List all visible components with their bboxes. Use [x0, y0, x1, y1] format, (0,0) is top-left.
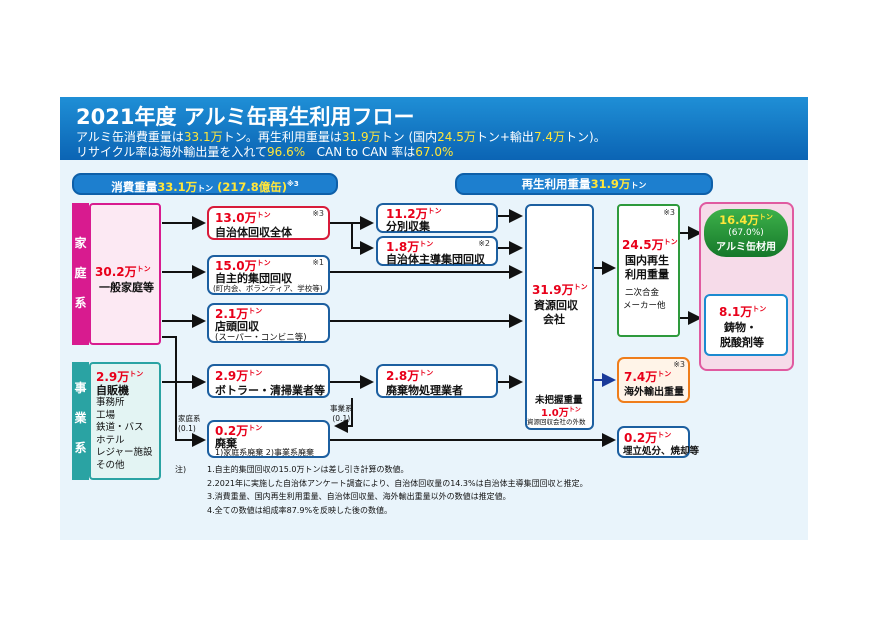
can-material-pill: 16.4万トン (67.0%) アルミ缶材用: [704, 209, 788, 257]
export-box: ※3 7.4万トン 海外輸出重量: [617, 357, 690, 403]
arrow-household-disposal: [175, 382, 206, 447]
recycle-pill: 再生利用重量31.9万トン: [455, 173, 713, 195]
household-disposal-label: 家庭系 (0.1): [178, 414, 201, 433]
bottler-box: 2.9万トン ボトラー・清掃業者等: [207, 364, 330, 398]
business-disposal-label: 事業系 (0.1): [330, 404, 353, 423]
header-banner: 2021年度 アルミ缶再生利用フロー アルミ缶消費重量は33.1万トン。再生利用…: [60, 97, 808, 160]
voluntary-collection-box: 15.0万トン ※1 自主的集団回収 (町内会、ボランティア、学校等): [207, 255, 330, 295]
business-sector-label-bar: [72, 362, 89, 480]
casting-box: 8.1万トン 鋳物・ 脱酸剤等: [704, 294, 788, 356]
household-sector-label: 家庭系: [74, 236, 87, 310]
household-name: 一般家庭等: [99, 281, 154, 294]
household-box: 30.2万トン 一般家庭等: [89, 203, 161, 345]
note-item: 3.消費重量、国内再生利用重量、自治体回収量、海外輸出重量以外の数値は推定値。: [207, 492, 511, 501]
business-item: 事務所: [96, 397, 125, 408]
household-value: 30.2万トン: [95, 265, 151, 279]
business-value: 2.9万トン: [96, 370, 144, 384]
sorting-box: 11.2万トン 分別収集: [376, 203, 498, 233]
consumption-pill: 消費重量33.1万トン (217.8億缶)※3: [72, 173, 338, 195]
business-items: 事務所 工場 鉄道・バス ホテル レジャー施設 その他: [96, 397, 153, 472]
municipal-collection-box: 13.0万トン ※3 自治体回収全体: [207, 206, 330, 240]
disposal-box: 0.2万トン 廃棄 1)家庭系廃棄 2)事業系廃棄: [207, 420, 330, 458]
notes-list: 1.自主的集団回収の15.0万トンは差し引き計算の数値。 2.2021年に実施し…: [207, 463, 588, 517]
household-sector-label-bar: [72, 203, 89, 345]
note-item: 4.全ての数値は組成率87.9%を反映した後の数値。: [207, 505, 393, 515]
note-item: 2.2021年に実施した自治体アンケート調査により、自治体回収量の14.3%は自…: [207, 478, 588, 488]
business-item: レジャー施設: [96, 447, 153, 458]
notes-label: 注): [175, 465, 187, 474]
note-item: 1.自主的集団回収の15.0万トンは差し引き計算の数値。: [207, 465, 409, 474]
arrow-municipal-group: [351, 223, 374, 255]
municipal-group-box: 1.8万トン ※2 自治体主導集団回収: [376, 236, 498, 266]
domestic-recycle-box: ※3 24.5万トン 国内再生 利用重量 二次合金 メーカー他: [617, 204, 680, 337]
waste-processor-box: 2.8万トン 廃棄物処理業者: [376, 364, 498, 398]
diagram-title: 2021年度 アルミ缶再生利用フロー: [76, 105, 415, 129]
business-sector-label: 事業系: [74, 381, 87, 455]
business-item: その他: [96, 459, 125, 471]
arrow-bottler-disposal: [334, 398, 353, 433]
store-collection-box: 2.1万トン 店頭回収 (スーパー・コンビニ等): [207, 303, 330, 343]
business-box: 2.9万トン 自販機 事務所 工場 鉄道・バス ホテル レジャー施設 その他: [89, 362, 161, 480]
business-item: 工場: [96, 409, 116, 421]
summary-line-2: リサイクル率は海外輸出量を入れて96.6% CAN to CAN 率は67.0%: [76, 145, 454, 159]
landfill-box: 0.2万トン 埋立処分、焼却等: [617, 426, 699, 458]
business-item: ホテル: [96, 434, 125, 446]
arrow-household-bottler: [162, 336, 206, 389]
business-name: 自販機: [96, 384, 129, 397]
business-item: 鉄道・バス: [96, 422, 144, 433]
resource-company-box: 31.9万トン 資源回収 会社 未把握重量 1.0万トン 資源回収会社の外数: [525, 204, 594, 430]
summary-line-1: アルミ缶消費重量は33.1万トン。再生利用重量は31.9万トン (国内24.5万…: [76, 130, 606, 144]
